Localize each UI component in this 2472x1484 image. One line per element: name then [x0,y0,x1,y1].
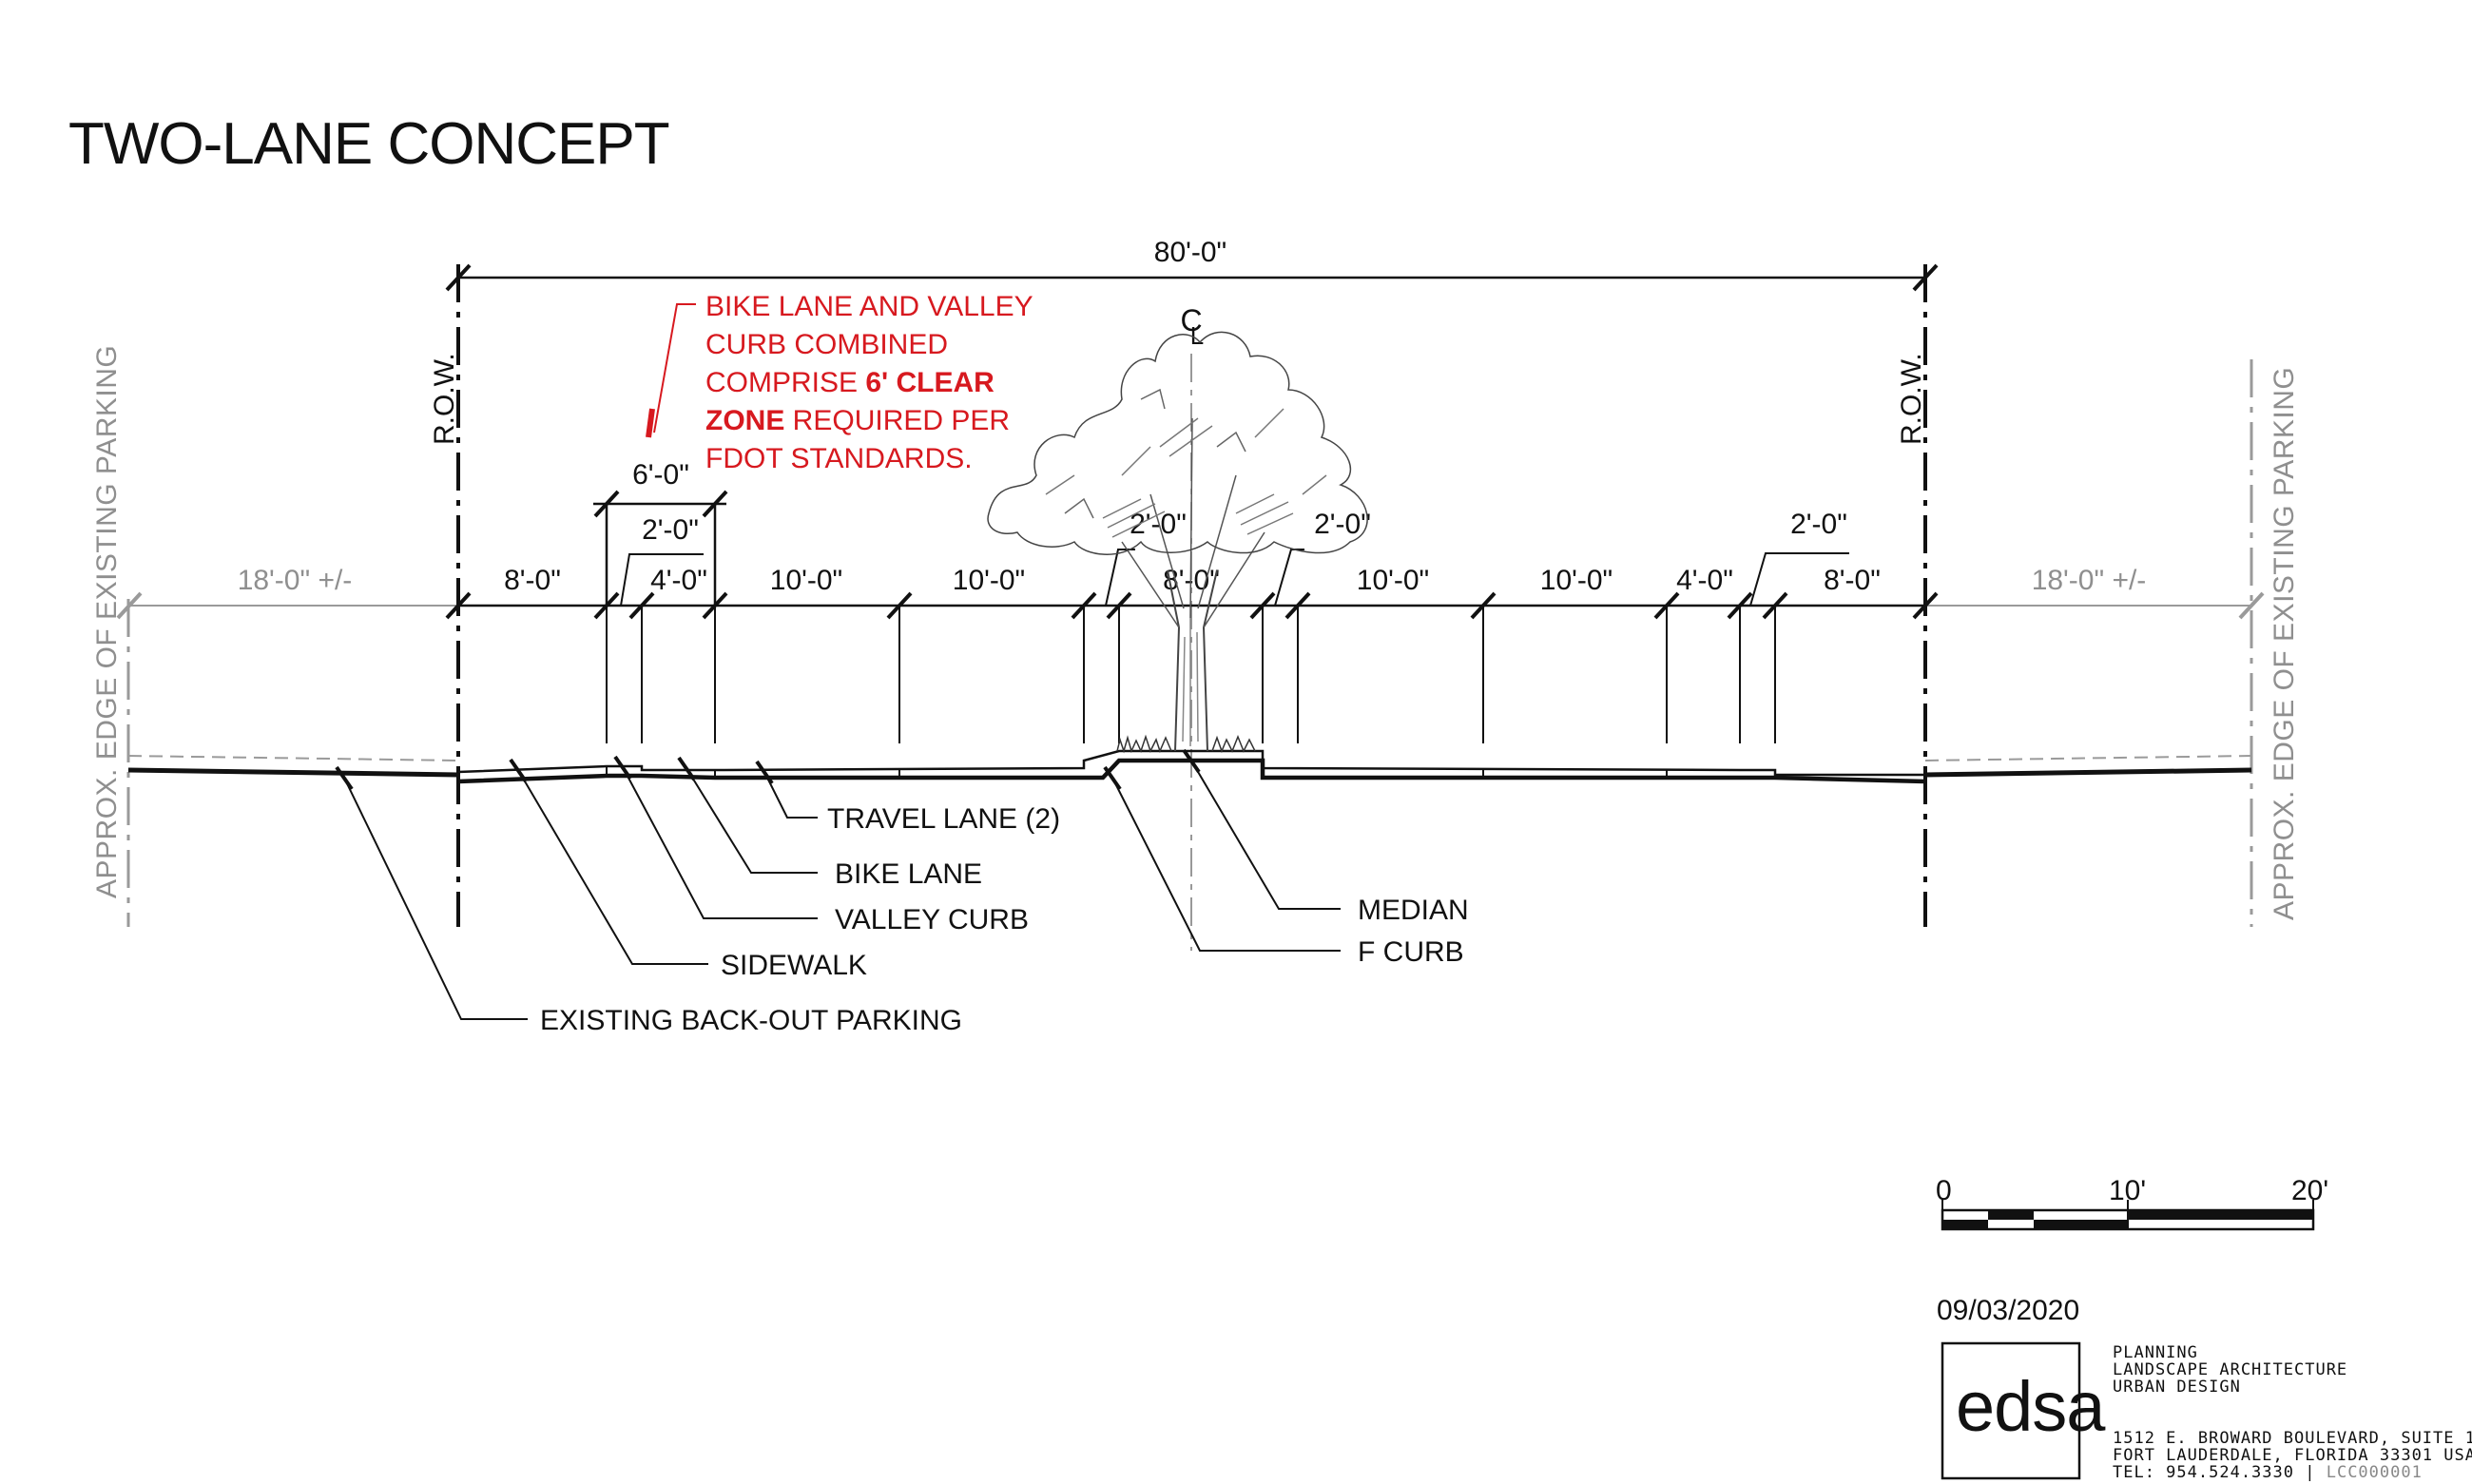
row-lines [456,264,1927,927]
existing-parking-dim-left: 18'-0" +/- [238,565,353,596]
dim-travel-left-1: 10'-0" [770,565,842,596]
firm-logo: edsa [1956,1367,2106,1446]
row-label-left: R.O.W. [429,353,460,445]
dim-travel-right-1: 10'-0" [1357,565,1429,596]
overall-dimension-label: 80'-0" [1154,237,1226,268]
firm-service-2: LANDSCAPE ARCHITECTURE [2113,1360,2347,1379]
firm-service-1: PLANNING [2113,1343,2198,1362]
firm-address-2: FORT LAUDERDALE, FLORIDA 33301 USA [2113,1446,2472,1465]
callout-f-curb: F CURB [1358,936,1464,968]
firm-service-3: URBAN DESIGN [2113,1378,2241,1397]
existing-parking-dimension [116,591,2265,620]
dim-travel-right-2: 10'-0" [1540,565,1613,596]
note-line-1: BIKE LANE AND VALLEY [705,291,1033,322]
dim-bike-right: 4'-0" [1676,565,1733,596]
main-dimension-string [445,591,1939,743]
callout-sidewalk: SIDEWALK [721,950,867,981]
dim-median-right-curb: 2'-0" [1314,509,1371,540]
existing-parking-dim-right: 18'-0" +/- [2032,565,2147,596]
parking-edge-lines [126,359,2253,927]
upper-leaders [620,549,1849,607]
note-line-4: ZONE REQUIRED PER [705,405,1010,436]
callout-travel-lane: TRAVEL LANE (2) [827,803,1060,835]
scale-label-20: 20' [2291,1175,2328,1206]
svg-text:C: C [1180,303,1202,337]
callout-valley-curb: VALLEY CURB [835,904,1029,935]
dim-sidewalk-right: 8'-0" [1824,565,1881,596]
dim-right-curb: 2'-0" [1790,509,1847,540]
callout-bike-lane: BIKE LANE [835,858,982,890]
scale-bar [1941,1200,2315,1231]
callout-median: MEDIAN [1358,895,1469,926]
dim-left-curb: 2'-0" [642,514,699,546]
firm-logo-box [1941,1341,2081,1480]
note-line-2: CURB COMBINED [705,329,948,360]
dim-clear-zone: 6'-0" [632,459,689,491]
clear-zone-dimension [593,490,728,606]
firm-address-1: 1512 E. BROWARD BOULEVARD, SUITE 110 [2113,1429,2472,1448]
median-tree-icon [987,331,1368,754]
dim-bike-left: 4'-0" [650,565,707,596]
centerline: C L [1180,303,1204,951]
drawing-title: TWO-LANE CONCEPT [68,111,669,177]
firm-tel: TEL: 954.524.3330 | LCC000001 [2113,1463,2423,1482]
callout-leaders [335,748,1341,1020]
dim-travel-left-2: 10'-0" [953,565,1025,596]
parking-edge-label-right: APPROX. EDGE OF EXISTING PARKING [2269,367,2300,920]
clear-zone-note: BIKE LANE AND VALLEY CURB COMBINED COMPR… [646,291,1033,474]
scale-label-0: 0 [1936,1175,1952,1206]
row-label-right: R.O.W. [1896,353,1927,445]
dim-sidewalk-left: 8'-0" [504,565,561,596]
roadway-section [127,749,2252,784]
svg-text:L: L [1190,321,1204,350]
callout-back-out-parking: EXISTING BACK-OUT PARKING [540,1005,962,1036]
scale-label-10: 10' [2109,1175,2146,1206]
drawing-date: 09/03/2020 [1937,1295,2079,1326]
note-line-5: FDOT STANDARDS. [705,443,973,474]
parking-edge-label-left: APPROX. EDGE OF EXISTING PARKING [91,345,123,898]
note-line-3: COMPRISE 6' CLEAR [705,367,995,398]
overall-dimension [445,263,1939,292]
